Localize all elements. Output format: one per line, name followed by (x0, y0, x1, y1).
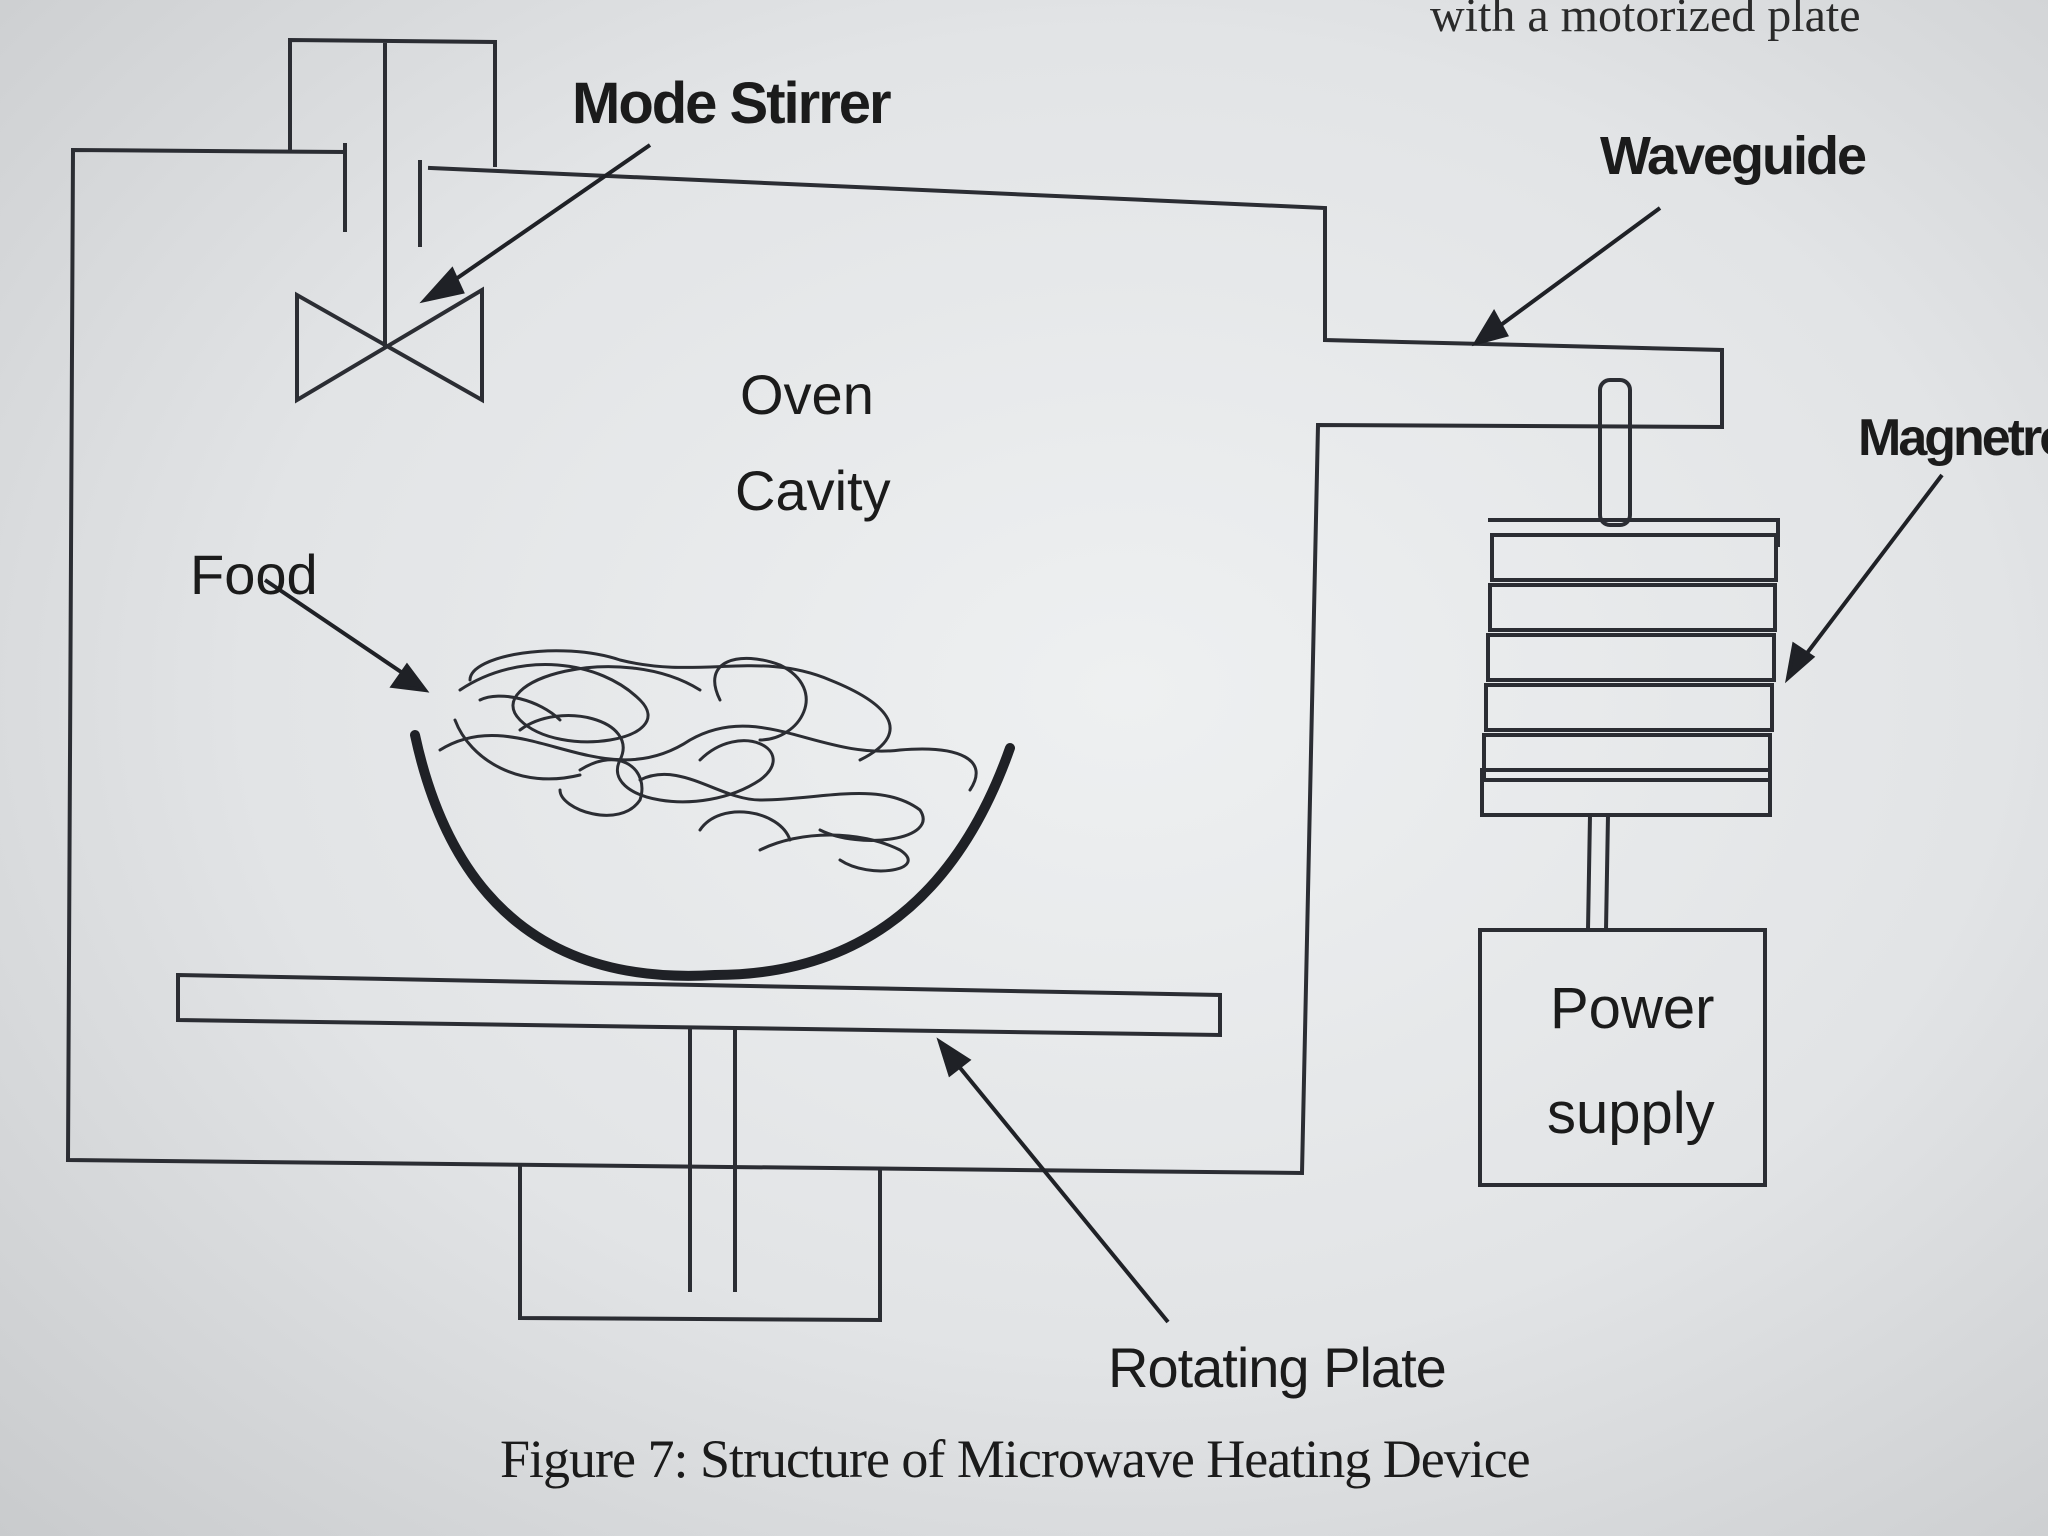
magnetron-arrowhead (1785, 641, 1816, 684)
mode-stirrer-label: Mode Stirrer (572, 71, 892, 136)
food-label: Food (190, 543, 318, 606)
stirrer-blades (295, 286, 484, 404)
power-lead-left (1585, 812, 1593, 933)
rotating-plate-arrow (950, 1056, 1170, 1324)
food-bowl (410, 730, 1015, 981)
stirrer-housing (288, 37, 497, 167)
mode-stirrer-arrowhead (419, 266, 465, 304)
waveguide-arrowhead (1471, 308, 1509, 347)
magnetron-label: Magnetron (1858, 409, 2048, 467)
rotating-plate (176, 972, 1222, 1038)
food-scribble (438, 649, 978, 873)
oven-cavity-outline (65, 147, 1724, 1176)
oven-label: Oven (740, 363, 874, 426)
rotating-plate-label: Rotating Plate (1108, 1336, 1447, 1399)
magnetron-plate-1 (1490, 533, 1778, 582)
food-arrowhead (389, 662, 430, 693)
magnetron-plate-3 (1486, 633, 1776, 682)
cavity-label: Cavity (735, 459, 891, 522)
magnetron-top (1488, 518, 1780, 547)
power-lead-right (1603, 812, 1611, 933)
magnetron-antenna (1598, 378, 1632, 527)
rotating-plate-arrowhead (936, 1037, 972, 1078)
magnetron-plate-6 (1480, 768, 1772, 817)
power-supply-box (1478, 928, 1767, 1187)
power-label: Power (1550, 976, 1715, 1041)
magnetron-plate-4 (1484, 683, 1774, 732)
magnetron-plate-5 (1482, 733, 1772, 782)
food-arrow (263, 578, 412, 680)
waveguide-label: Waveguide (1600, 126, 1867, 186)
magnetron-arrow (1796, 473, 1944, 667)
waveguide-arrow (1488, 206, 1662, 335)
motor-housing (518, 1163, 882, 1323)
mode-stirrer-arrow (438, 143, 652, 292)
header-text-fragment: with a motorized plate (1430, 0, 1861, 42)
magnetron-plate-2 (1488, 583, 1777, 632)
figure-caption: Figure 7: Structure of Microwave Heating… (500, 1429, 1531, 1489)
supply-label: supply (1547, 1081, 1715, 1146)
